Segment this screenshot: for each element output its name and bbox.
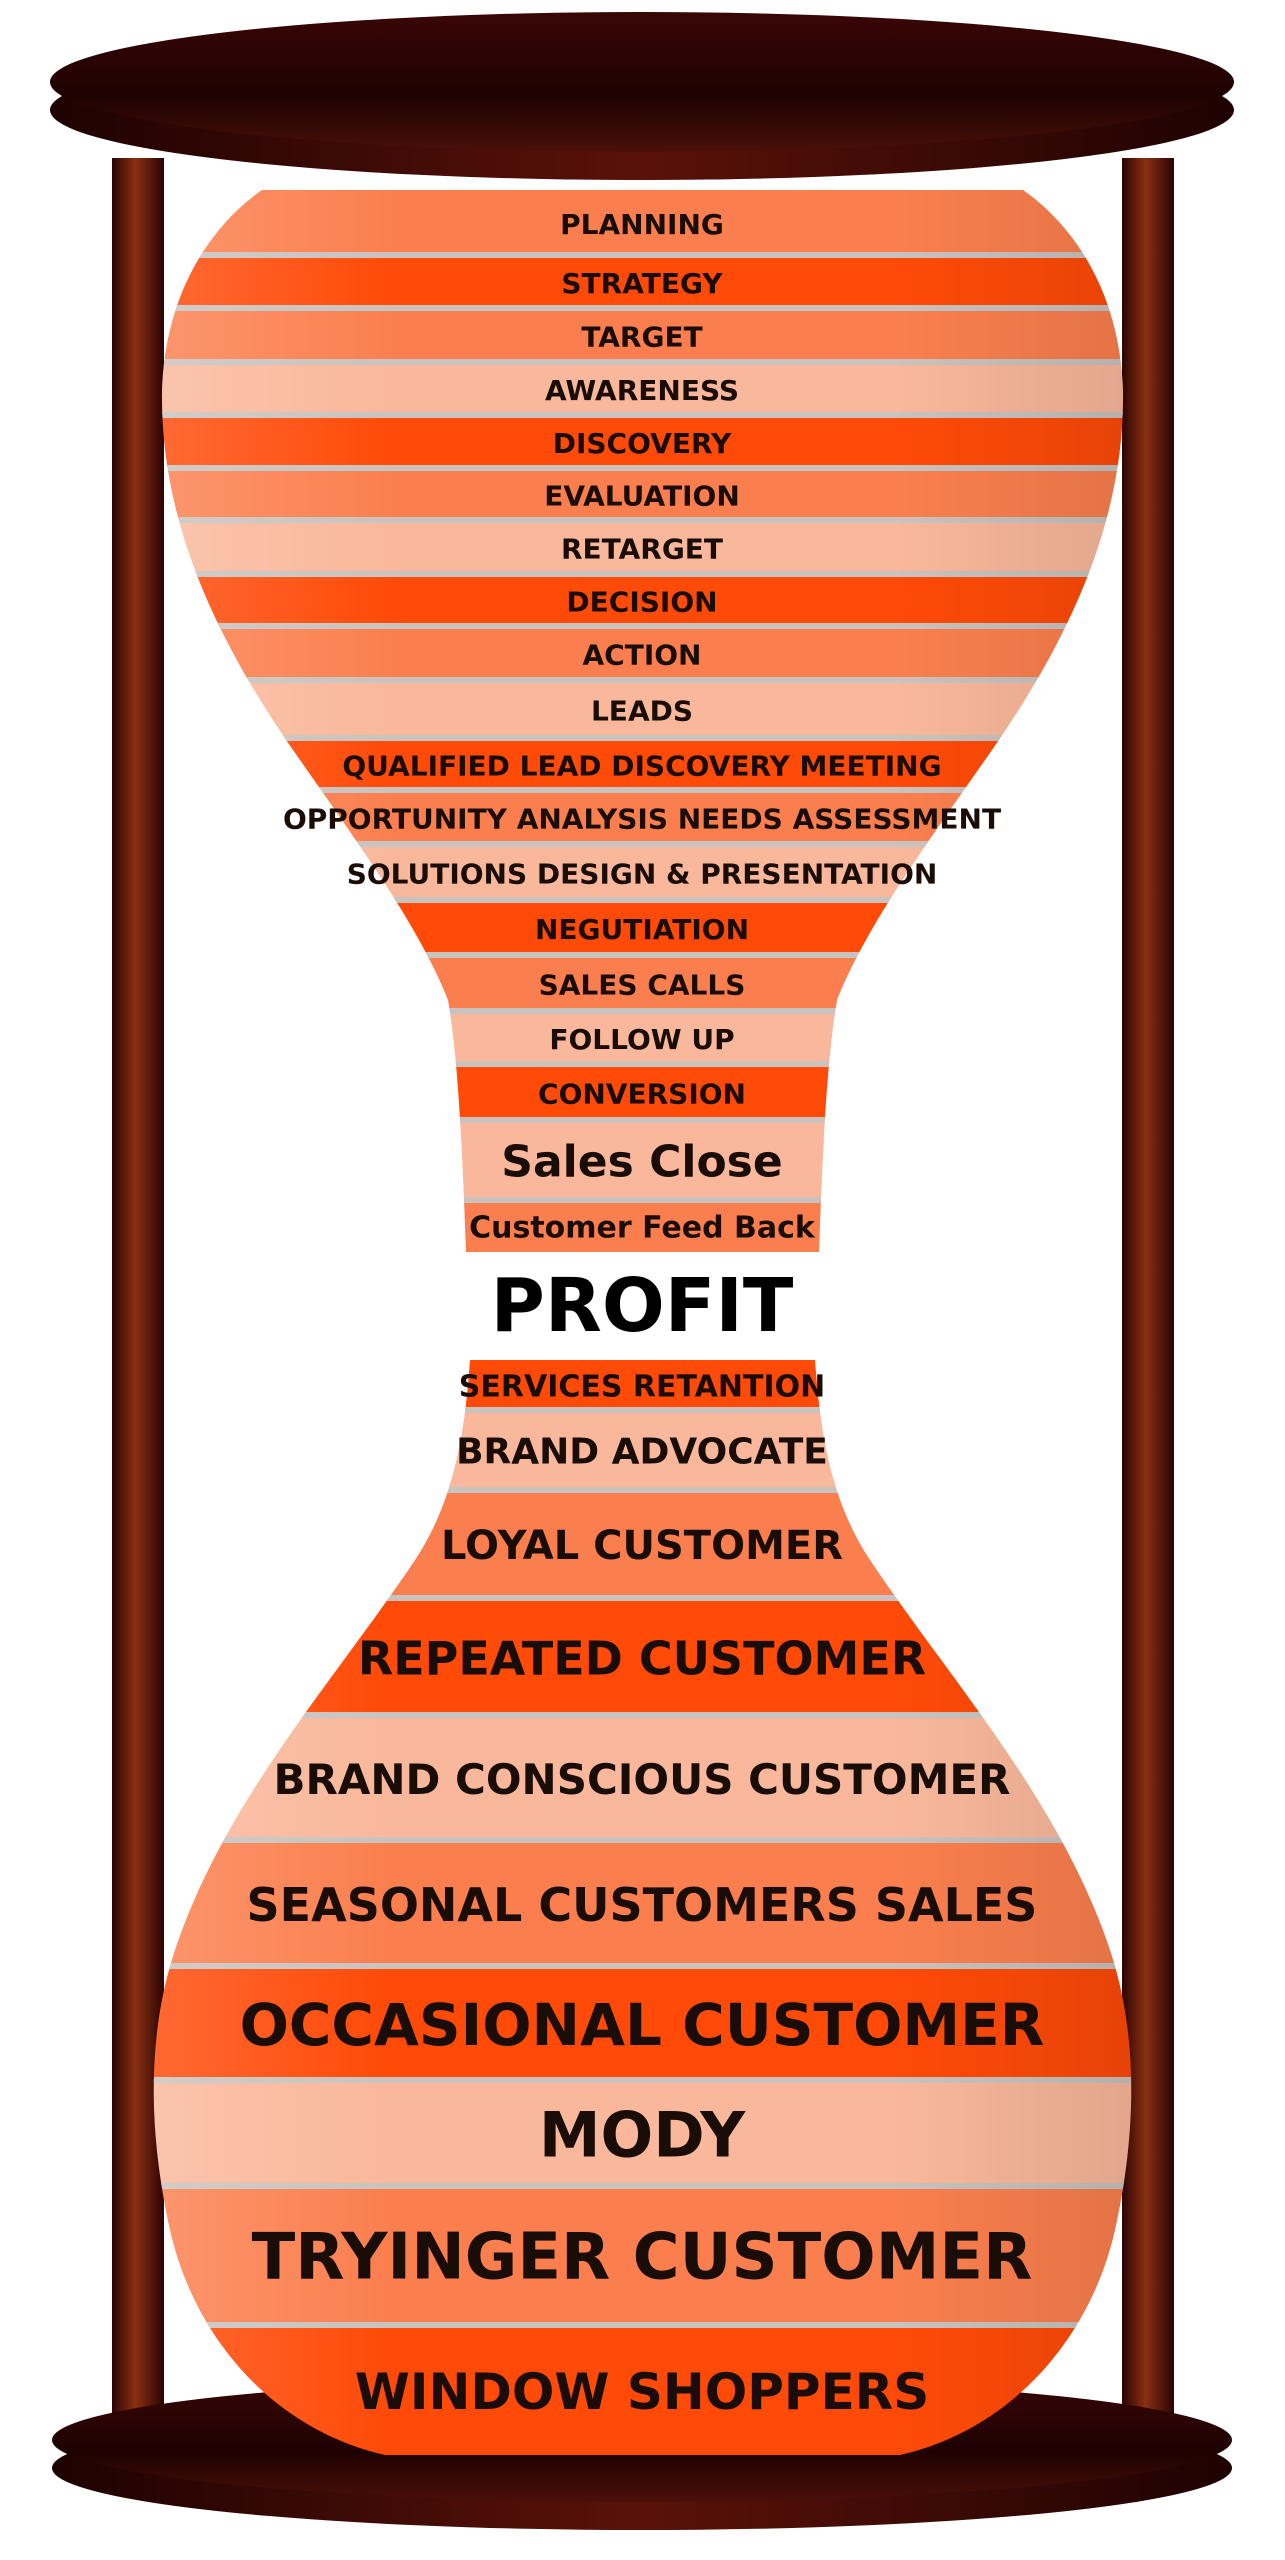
bottom-stage-label: SERVICES RETANTION: [459, 1370, 825, 1405]
top-stage-label: Sales Close: [501, 1137, 782, 1188]
hourglass-top-cap: [50, 12, 1234, 180]
bottom-stage-label: OCCASIONAL CUSTOMER: [240, 1991, 1045, 2059]
top-stage-label: LEADS: [591, 695, 693, 728]
top-stage-label: AWARENESS: [545, 374, 739, 407]
top-stage-label: FOLLOW UP: [549, 1023, 734, 1056]
top-stage-label: Customer Feed Back: [469, 1211, 816, 1246]
bottom-stage-label: REPEATED CUSTOMER: [358, 1632, 926, 1686]
top-stage-label: NEGUTIATION: [535, 913, 749, 946]
top-stage-label: STRATEGY: [561, 267, 723, 300]
bottom-stage-labels: SERVICES RETANTION BRAND ADVOCATE LOYAL CU…: [240, 1370, 1045, 2422]
top-stage-label: RETARGET: [561, 533, 723, 566]
bottom-stage-label: MODY: [539, 2099, 746, 2172]
top-stage-labels: PLANNING STRATEGY TARGET AWARENESS DISCOVERY…: [283, 208, 1001, 1246]
top-stage-label: SALES CALLS: [539, 969, 746, 1002]
top-stage-label: DECISION: [566, 586, 717, 619]
top-stage-label: EVALUATION: [544, 480, 740, 513]
bottom-stage-label: TRYINGER CUSTOMER: [252, 2221, 1033, 2295]
top-stage-label: QUALIFIED LEAD DISCOVERY MEETING: [342, 750, 941, 783]
top-stage-label: ACTION: [583, 639, 702, 672]
bottom-stage-label: BRAND ADVOCATE: [456, 1432, 828, 1473]
top-stage-label: SOLUTIONS DESIGN & PRESENTATION: [347, 858, 938, 891]
top-stage-label: DISCOVERY: [553, 427, 732, 460]
top-stage-label: TARGET: [581, 321, 702, 354]
bottom-stage-label: SEASONAL CUSTOMERS SALES: [247, 1878, 1038, 1932]
bottom-stage-label: WINDOW SHOPPERS: [355, 2363, 930, 2421]
profit-label: PROFIT: [491, 1263, 794, 1349]
top-stage-label: PLANNING: [560, 208, 724, 241]
bottom-stage-label: BRAND CONSCIOUS CUSTOMER: [274, 1755, 1011, 1804]
top-stage-label: OPPORTUNITY ANALYSIS NEEDS ASSESSMENT: [283, 803, 1001, 836]
bottom-stage-label: LOYAL CUSTOMER: [441, 1523, 843, 1569]
top-stage-label: CONVERSION: [538, 1078, 746, 1111]
